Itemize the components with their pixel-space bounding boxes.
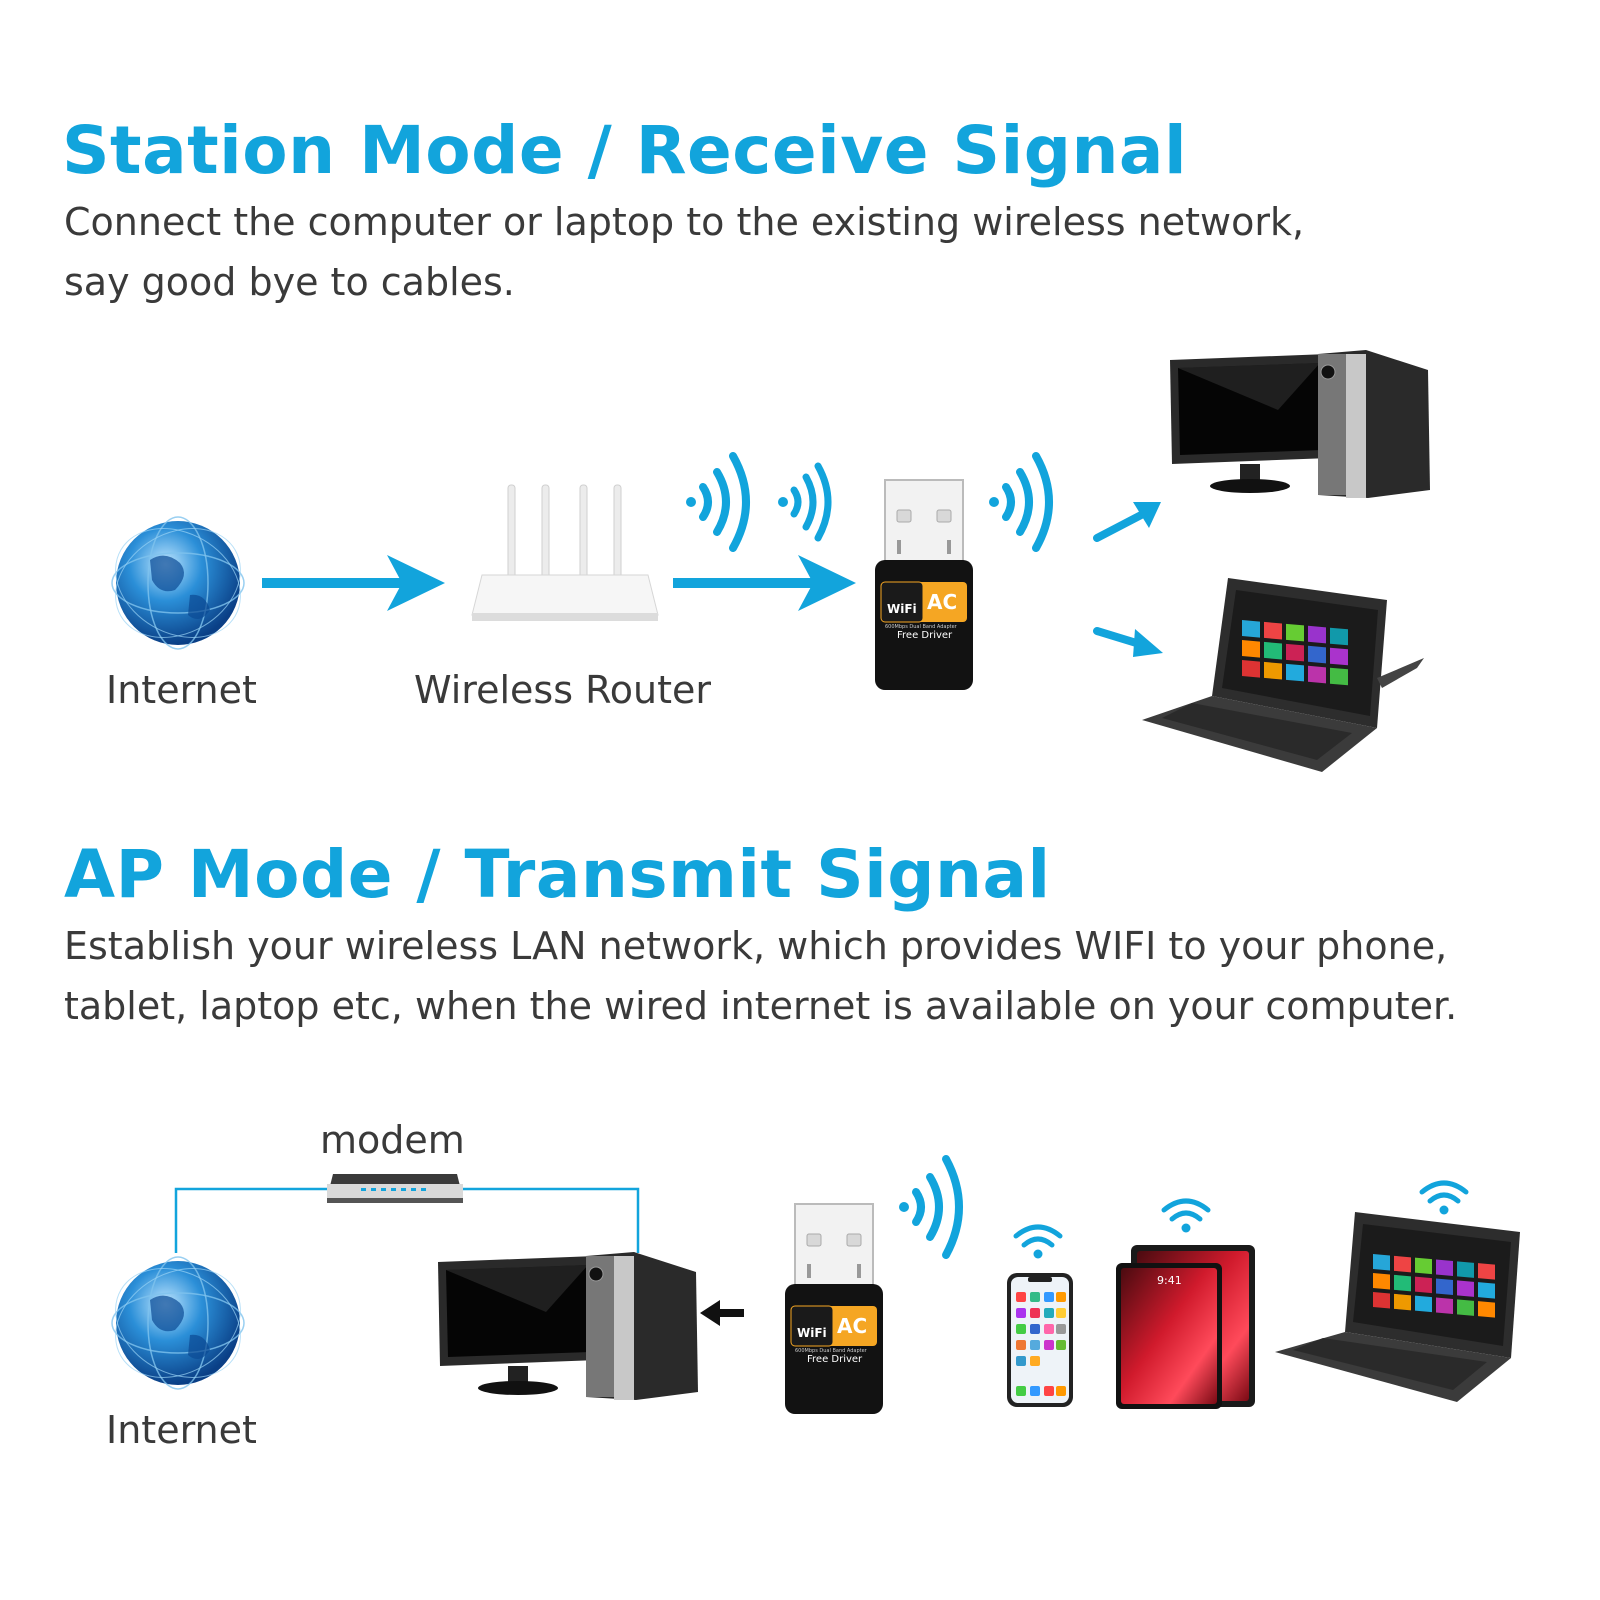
arrow-right-icon <box>262 555 445 611</box>
usb-wifi-adapter: WiFi AC 600Mbps Dual Band Adapter Free D… <box>785 1202 885 1417</box>
ap-mode-title: AP Mode / Transmit Signal <box>64 836 1051 913</box>
wifi-icon <box>1419 1180 1469 1215</box>
internet-label: Internet <box>106 668 257 712</box>
internet-globe-icon <box>111 516 245 650</box>
smartphone-icon <box>1007 1273 1073 1407</box>
tablet-devices: 9:41 <box>1115 1244 1257 1410</box>
station-mode-description-line2: say good bye to cables. <box>64 260 515 304</box>
laptop-tablet-icon <box>1275 1212 1520 1402</box>
tablet-icon <box>1116 1245 1255 1409</box>
tablet-clock-text: 9:41 <box>1157 1274 1182 1287</box>
arrow-left-icon <box>700 1300 744 1326</box>
wifi-icon <box>1161 1198 1211 1233</box>
ap-mode-description-line2: tablet, laptop etc, when the wired inter… <box>64 984 1458 1028</box>
desktop-computer-icon <box>1170 350 1430 498</box>
usb-connector-icon <box>875 479 973 690</box>
free-driver-text: Free Driver <box>897 630 953 641</box>
adapter-spec-text: 600Mbps Dual Band Adapter <box>795 1348 867 1354</box>
wifi-signal-icon <box>686 452 750 552</box>
desktop-computer-icon <box>438 1252 698 1400</box>
ap-mode-description-line1: Establish your wireless LAN network, whi… <box>64 924 1448 968</box>
arrow-down-right-icon <box>1093 627 1163 657</box>
arrow-up-right-icon <box>1093 502 1161 542</box>
wifi-logo-text: WiFi <box>797 1326 827 1340</box>
laptop-tablet-icon <box>1142 578 1424 772</box>
internet-label: Internet <box>106 1408 257 1452</box>
usb-connector-icon <box>785 1203 883 1414</box>
wifi-icon <box>1013 1224 1063 1259</box>
free-driver-text: Free Driver <box>807 1354 863 1365</box>
arrow-right-icon <box>673 555 856 611</box>
wifi-signal-icon <box>899 1155 963 1259</box>
wireless-router-icon <box>471 484 659 621</box>
internet-globe-icon <box>111 1256 245 1390</box>
modem-label: modem <box>320 1118 465 1162</box>
usb-wifi-adapter: WiFi AC 600Mbps Dual Band Adapter Free D… <box>875 478 975 693</box>
station-mode-title: Station Mode / Receive Signal <box>62 112 1188 189</box>
smartphone <box>1006 1272 1074 1408</box>
wifi-logo-text: WiFi <box>887 602 917 616</box>
modem-icon <box>327 1174 463 1203</box>
station-mode-description-line1: Connect the computer or laptop to the ex… <box>64 200 1305 244</box>
wireless-router-label: Wireless Router <box>414 668 712 712</box>
ac-logo-text: AC <box>837 1314 868 1338</box>
wifi-signal-icon <box>778 462 832 542</box>
adapter-spec-text: 600Mbps Dual Band Adapter <box>885 624 957 630</box>
wifi-signal-icon <box>989 452 1053 552</box>
ac-logo-text: AC <box>927 590 958 614</box>
